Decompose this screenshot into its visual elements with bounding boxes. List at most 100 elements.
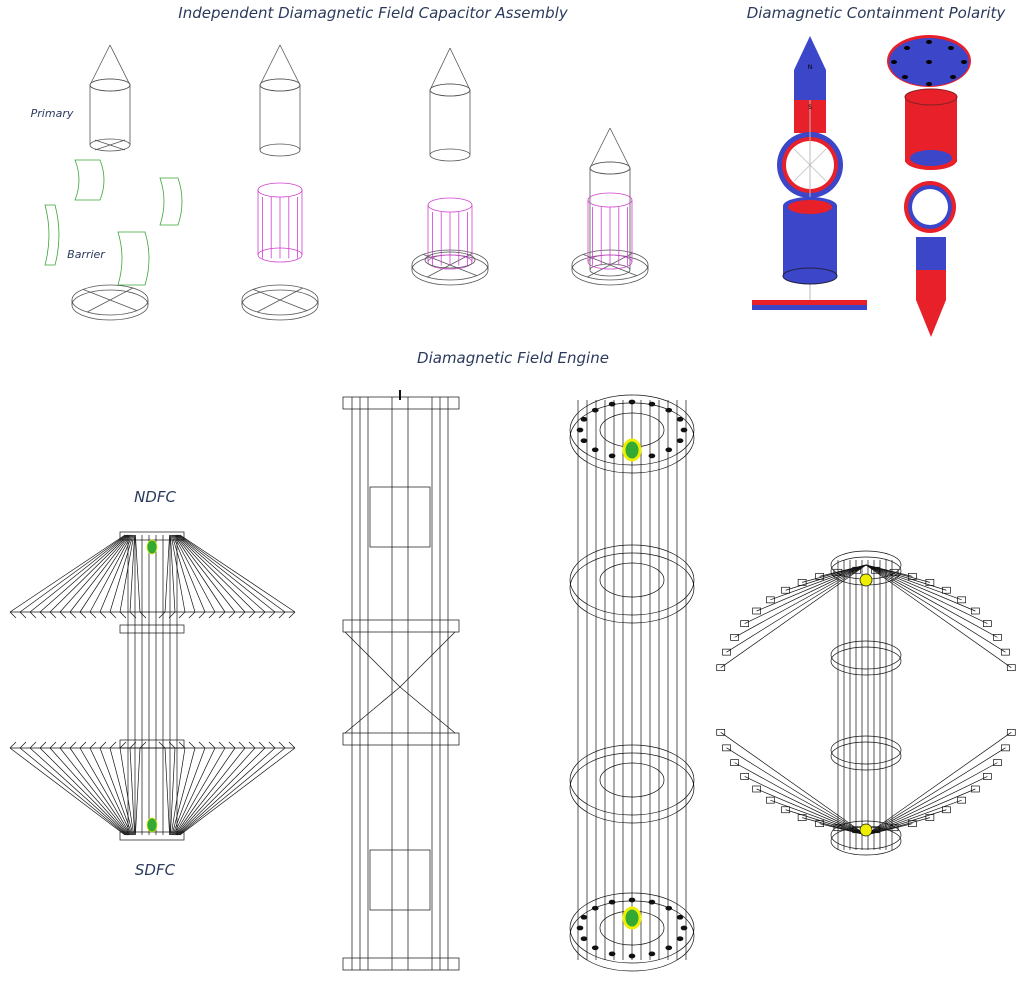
- fan-tab: [752, 785, 762, 793]
- core-block: [369, 486, 431, 548]
- north-pole-label: N: [807, 64, 813, 71]
- wire-line: [109, 44, 131, 86]
- north-core: [622, 438, 642, 462]
- fan-tab: [208, 741, 216, 749]
- fan-wire: [171, 747, 196, 836]
- fan-tab: [89, 611, 97, 619]
- fan-tab: [119, 741, 127, 749]
- engine-ndfc-sdfc: [9, 531, 296, 841]
- fan-tab: [1006, 728, 1016, 736]
- north-cylinder-body: [783, 206, 837, 276]
- fan-tab: [39, 611, 47, 619]
- ring-plate: [830, 646, 902, 676]
- bolt: [665, 407, 673, 413]
- bolt: [580, 438, 588, 444]
- fan-wire: [756, 564, 867, 612]
- wire-line: [94, 139, 126, 151]
- capacitor-assembly-sequence: [44, 44, 649, 321]
- fan-wire: [756, 788, 867, 836]
- fan-wire: [79, 534, 131, 613]
- fan-wire: [802, 564, 867, 583]
- fan-tab: [49, 741, 57, 749]
- fan-tab: [942, 806, 951, 814]
- wire-ellipse: [89, 78, 131, 92]
- fan-wire: [744, 564, 867, 624]
- fan-wire: [164, 747, 170, 836]
- fan-tab: [198, 611, 206, 619]
- wire-line: [259, 44, 281, 86]
- barrier-label: Barrier: [67, 248, 105, 261]
- fan-tab: [89, 741, 97, 749]
- fan-wire: [173, 747, 216, 836]
- bolt: [591, 407, 599, 413]
- fan-tab: [722, 744, 731, 752]
- fan-wire: [172, 534, 206, 613]
- fan-wire: [9, 534, 126, 613]
- fan-tab: [730, 634, 739, 641]
- fan-wire: [865, 564, 947, 591]
- fan-tab: [109, 741, 117, 749]
- bolt: [608, 951, 616, 957]
- base-disc: [71, 284, 149, 321]
- polarity-bar-top: [752, 300, 867, 305]
- bolt: [580, 914, 588, 920]
- fan-tab: [942, 586, 951, 594]
- fan-wire: [174, 747, 226, 836]
- fan-tab: [730, 759, 739, 766]
- fan-tab: [258, 741, 266, 749]
- fan-wire: [39, 747, 128, 836]
- flange: [342, 732, 460, 746]
- fan-wire: [39, 534, 128, 613]
- fan-tab: [781, 806, 790, 814]
- fan-tab: [752, 607, 762, 615]
- bolt: [676, 936, 684, 942]
- fan-tab: [957, 596, 966, 604]
- cone: [589, 127, 631, 175]
- ndfc-label: NDFC: [134, 488, 176, 506]
- fan-tab: [766, 796, 775, 804]
- fan-tab: [59, 611, 67, 619]
- cylinder: [589, 161, 631, 277]
- wire-line: [89, 44, 111, 86]
- cone: [259, 44, 301, 92]
- fan-wire: [178, 747, 276, 836]
- fan-wire: [170, 534, 176, 613]
- fan-wire: [734, 762, 867, 836]
- fan-wire: [178, 534, 286, 613]
- fan-wire: [172, 747, 206, 836]
- south-cylinder-top: [904, 88, 958, 106]
- fan-tab: [109, 611, 117, 619]
- fan-wire: [865, 776, 988, 836]
- fan-wire: [865, 564, 1012, 668]
- north-cylinder-base: [782, 267, 838, 285]
- fan-wire: [865, 564, 998, 638]
- fan-tab: [766, 596, 775, 604]
- fan-wire: [49, 747, 129, 836]
- wire-ellipse: [587, 192, 633, 208]
- bolt: [628, 897, 636, 903]
- fan-wire: [865, 564, 988, 624]
- engine-side-view: [342, 390, 460, 971]
- fan-tab: [288, 741, 296, 749]
- south-core: [859, 823, 873, 837]
- fan-tab: [1006, 664, 1016, 672]
- fan-wire: [9, 747, 126, 836]
- bolt: [576, 925, 584, 931]
- north-cylinder-inner: [788, 200, 832, 214]
- fan-tab: [69, 741, 77, 749]
- fan-wire: [770, 799, 867, 836]
- fan-wire: [176, 534, 256, 613]
- fan-tab: [957, 796, 966, 804]
- plate-hole: [926, 82, 932, 86]
- wire-ellipse: [259, 143, 301, 157]
- fan-wire: [89, 534, 132, 613]
- fan-tab: [889, 824, 899, 832]
- fan-wire: [59, 534, 130, 613]
- bolt: [648, 951, 656, 957]
- fan-wire: [734, 564, 867, 638]
- containment-polarity-title: Diamagnetic Containment Polarity: [746, 4, 1006, 22]
- fan-tab: [59, 741, 67, 749]
- north-core: [859, 573, 873, 587]
- fan-wire: [865, 564, 876, 571]
- fan-tab: [228, 741, 236, 749]
